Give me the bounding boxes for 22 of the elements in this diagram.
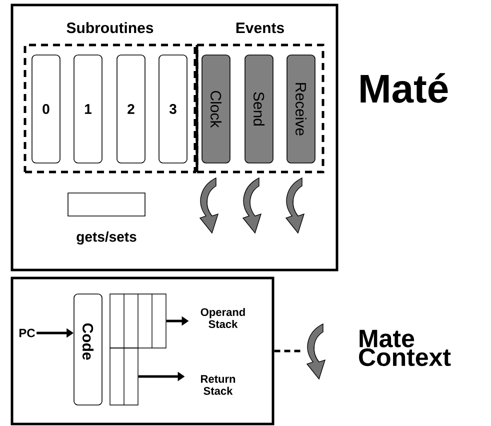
event-slot: Clock xyxy=(202,54,230,164)
subroutine-slot: 3 xyxy=(158,54,188,164)
subroutine-slot: 0 xyxy=(32,54,60,164)
register-label: PC xyxy=(19,328,36,338)
stack-label: Operand Stack xyxy=(200,308,245,328)
frame-box xyxy=(10,276,274,426)
frame-box xyxy=(10,4,338,272)
title-text: Mate Context xyxy=(359,330,451,366)
node-label: Events xyxy=(236,22,284,34)
stack-grid xyxy=(110,294,166,348)
stack-label: Return Stack xyxy=(201,375,236,395)
title-text: Maté xyxy=(360,73,448,103)
node-label: gets/sets xyxy=(76,231,136,245)
stack-grid xyxy=(110,348,138,406)
curved-arrow xyxy=(306,324,326,380)
event-slot: Send xyxy=(244,54,274,164)
subroutine-slot: 2 xyxy=(116,54,146,164)
variable-box: gets/sets xyxy=(68,192,146,245)
subroutine-slot: 1 xyxy=(74,54,102,164)
node-label: Subroutines xyxy=(66,22,154,34)
event-slot: Receive xyxy=(286,54,316,164)
code-box: Code xyxy=(74,294,102,406)
